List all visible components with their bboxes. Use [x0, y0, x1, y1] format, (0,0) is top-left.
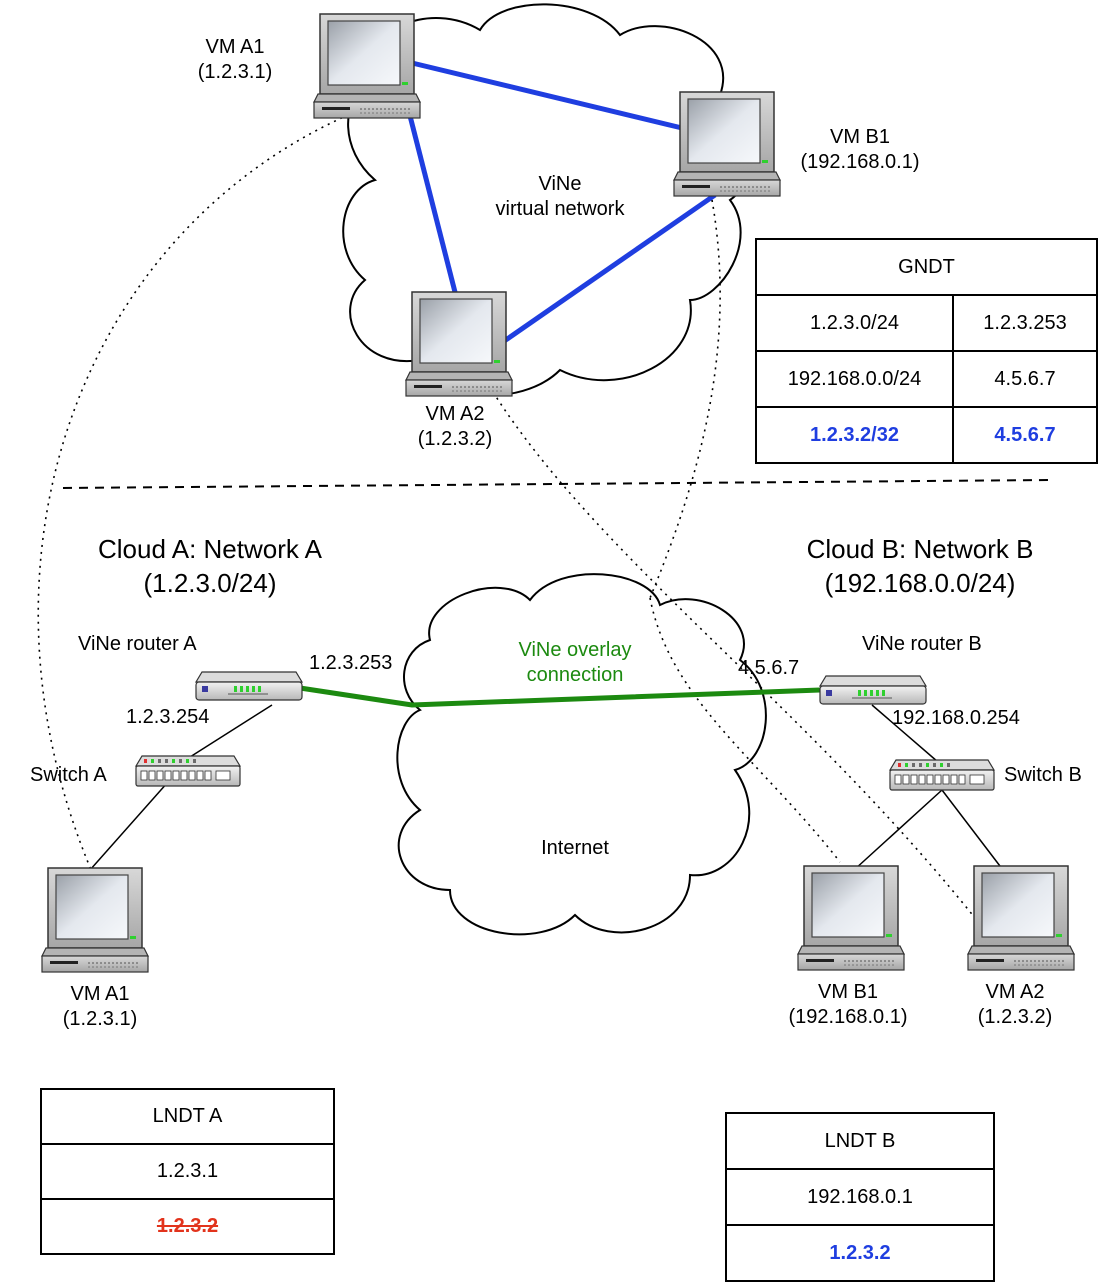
router-a-label: ViNe router A — [78, 633, 197, 655]
physical-virtual-separator — [62, 479, 1051, 489]
vm-b1-physical-label: VM B1 (192.168.0.1) — [768, 980, 928, 1030]
lndt-a-header-row: LNDT A — [40, 1088, 335, 1145]
vm-a1-virtual-ip: (1.2.3.1) — [197, 61, 273, 83]
gndt-router: 4.5.6.7 — [952, 350, 1098, 408]
vine-cloud-label-line1: ViNe — [538, 173, 582, 195]
router-a-public-ip: 1.2.3.253 — [309, 652, 393, 674]
internet-cloud — [396, 573, 767, 936]
vm-b1-virtual-name: VM B1 — [829, 126, 891, 148]
lndt-a-title: LNDT A — [40, 1088, 335, 1145]
vm-a1-physical-label: VM A1 (1.2.3.1) — [25, 982, 175, 1032]
vm-a1-virtual-name: VM A1 — [205, 36, 265, 58]
cloud-b-title: Cloud B: Network B — [806, 534, 1034, 564]
vm-a2-virtual-label: VM A2 (1.2.3.2) — [385, 402, 525, 452]
vm-b1-virtual-computer-icon — [673, 91, 781, 197]
vm-a1-physical-ip: (1.2.3.1) — [62, 1008, 138, 1030]
router-b-icon — [819, 675, 927, 705]
cloud-b-title-block: Cloud B: Network B (192.168.0.0/24) — [765, 532, 1075, 600]
gndt-router: 4.5.6.7 — [952, 406, 1098, 464]
gndt-row: 192.168.0.0/24 4.5.6.7 — [755, 350, 1098, 408]
vm-a1-virtual-label: VM A1 (1.2.3.1) — [165, 35, 305, 85]
vm-a2-physical-computer-icon — [967, 865, 1075, 971]
router-a-private-ip: 1.2.3.254 — [126, 706, 210, 728]
router-b-public-ip: 4.5.6.7 — [738, 657, 800, 679]
lndt-b-header-row: LNDT B — [725, 1112, 995, 1170]
gndt-router: 1.2.3.253 — [952, 294, 1098, 352]
router-b-private-ip: 192.168.0.254 — [892, 707, 1020, 729]
lndt-a-row: 1.2.3.1 — [40, 1143, 335, 1200]
vm-b1-physical-name: VM B1 — [817, 981, 879, 1003]
lndt-b-table: LNDT B 192.168.0.1 1.2.3.2 — [725, 1112, 995, 1282]
gndt-header-row: GNDT — [755, 238, 1098, 296]
vm-b1-virtual-label: VM B1 (192.168.0.1) — [780, 125, 940, 175]
lndt-a-entry-removed: 1.2.3.2 — [40, 1198, 335, 1255]
vm-a2-physical-ip: (1.2.3.2) — [977, 1006, 1053, 1028]
gndt-row-highlight: 1.2.3.2/32 4.5.6.7 — [755, 406, 1098, 464]
vine-cloud-label-line2: virtual network — [495, 198, 625, 220]
overlay-label-line2: connection — [526, 664, 624, 686]
lndt-a-table: LNDT A 1.2.3.1 1.2.3.2 — [40, 1088, 335, 1255]
vm-b1-physical-ip: (192.168.0.1) — [788, 1006, 908, 1028]
switch-a-icon — [135, 755, 241, 787]
mapping-lines — [37, 111, 976, 919]
vm-a1-physical-computer-icon — [41, 867, 149, 973]
gndt-table: GNDT 1.2.3.0/24 1.2.3.253 192.168.0.0/24… — [755, 238, 1098, 464]
physical-links — [89, 704, 1004, 871]
switch-b-label: Switch B — [1004, 764, 1082, 786]
gndt-network: 192.168.0.0/24 — [755, 350, 954, 408]
cloud-a-title: Cloud A: Network A — [98, 534, 322, 564]
overlay-label-line1: ViNe overlay — [518, 639, 632, 661]
lndt-b-title: LNDT B — [725, 1112, 995, 1170]
router-b-label: ViNe router B — [862, 633, 982, 655]
cloud-a-title-block: Cloud A: Network A (1.2.3.0/24) — [60, 532, 360, 600]
internet-label: Internet — [541, 837, 609, 859]
vm-a1-virtual-computer-icon — [313, 13, 421, 119]
lndt-a-row-removed: 1.2.3.2 — [40, 1198, 335, 1255]
virtual-links — [405, 59, 717, 347]
vm-a2-virtual-computer-icon — [405, 291, 513, 397]
vm-b1-virtual-ip: (192.168.0.1) — [800, 151, 920, 173]
vine-cloud-label: ViNe virtual network — [470, 172, 650, 222]
switch-b-icon — [889, 759, 995, 791]
lndt-b-row-added: 1.2.3.2 — [725, 1224, 995, 1282]
vm-a1-physical-name: VM A1 — [70, 983, 130, 1005]
gndt-network: 1.2.3.2/32 — [755, 406, 954, 464]
cloud-b-subnet: (192.168.0.0/24) — [824, 568, 1016, 598]
vm-a2-virtual-name: VM A2 — [425, 403, 485, 425]
vine-overlay-connection — [299, 685, 821, 708]
gndt-row: 1.2.3.0/24 1.2.3.253 — [755, 294, 1098, 352]
vm-a2-virtual-ip: (1.2.3.2) — [417, 428, 493, 450]
router-a-icon — [195, 671, 303, 701]
overlay-label: ViNe overlay connection — [490, 638, 660, 688]
lndt-a-entry: 1.2.3.1 — [40, 1143, 335, 1200]
gndt-title: GNDT — [755, 238, 1098, 296]
lndt-b-row: 192.168.0.1 — [725, 1168, 995, 1226]
vm-a2-physical-name: VM A2 — [985, 981, 1045, 1003]
lndt-b-entry: 192.168.0.1 — [725, 1168, 995, 1226]
vm-a2-physical-label: VM A2 (1.2.3.2) — [955, 980, 1075, 1030]
switch-a-label: Switch A — [30, 764, 107, 786]
gndt-network: 1.2.3.0/24 — [755, 294, 954, 352]
lndt-b-entry-added: 1.2.3.2 — [725, 1224, 995, 1282]
vm-b1-physical-computer-icon — [797, 865, 905, 971]
cloud-a-subnet: (1.2.3.0/24) — [143, 568, 277, 598]
